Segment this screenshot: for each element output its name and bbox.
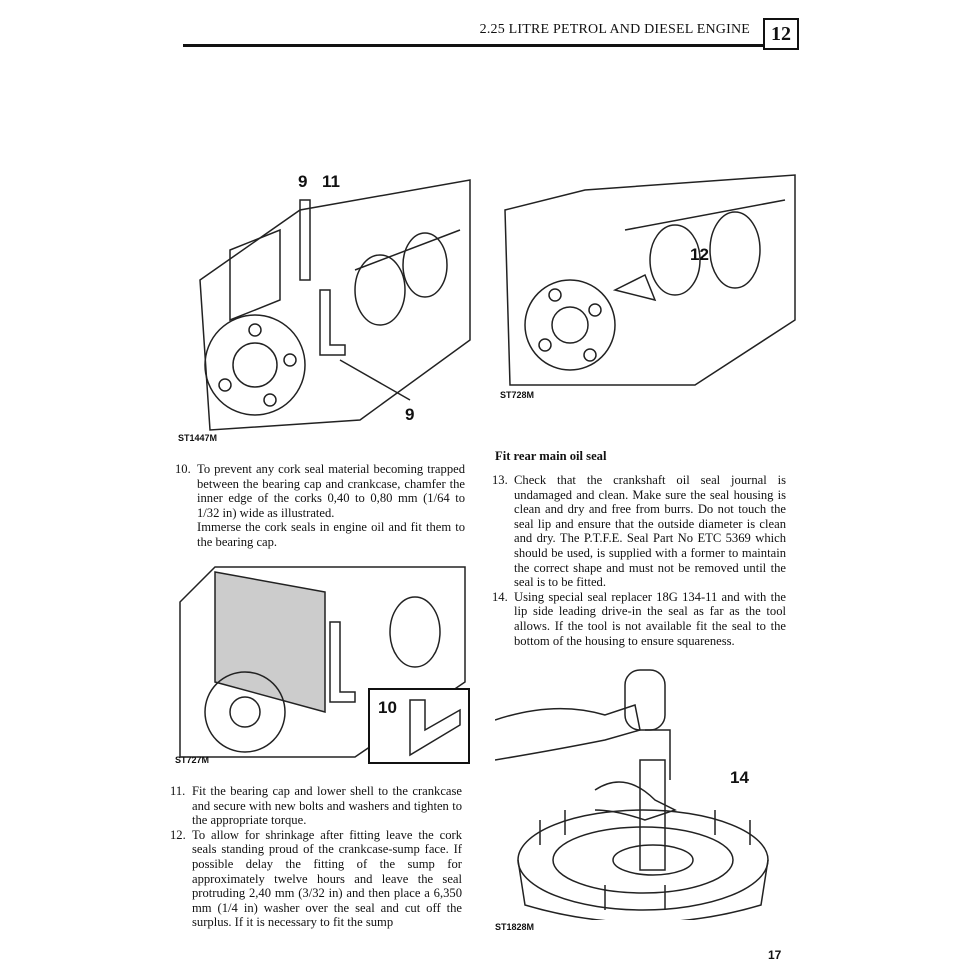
steps-13-14: 13. Check that the crankshaft oil seal jo… <box>492 473 786 648</box>
step-number: 14. <box>492 589 508 604</box>
figure-label: ST727M <box>175 755 210 765</box>
callout-9: 9 <box>298 172 308 191</box>
figure-st1828m-seal-replacer <box>494 660 790 924</box>
step-10: 10. To prevent any cork seal material be… <box>175 462 465 550</box>
step-text: Check that the crankshaft oil seal journ… <box>514 473 786 590</box>
figure-st728m-rear-seal <box>495 170 800 395</box>
step-12: 12. To allow for shrinkage after fitting … <box>170 828 462 930</box>
steps-11-12: 11. Fit the bearing cap and lower shell t… <box>170 784 462 930</box>
step-text: Using special seal replacer 18G 134-11 a… <box>514 589 786 648</box>
callout-14: 14 <box>730 768 749 787</box>
callout-12: 12 <box>690 245 709 264</box>
figure-st1447m-engine-block <box>180 170 480 445</box>
section-heading: Fit rear main oil seal <box>495 449 607 463</box>
header-rule <box>183 44 763 47</box>
step-text: To prevent any cork seal material becomi… <box>197 462 465 520</box>
inset-cork-detail <box>368 688 470 764</box>
step-number: 10. <box>175 462 191 476</box>
figure-label: ST1828M <box>495 922 535 932</box>
step-11: 11. Fit the bearing cap and lower shell t… <box>170 784 462 828</box>
step-number: 12. <box>170 827 186 842</box>
header-title: 2.25 LITRE PETROL AND DIESEL ENGINE <box>479 22 750 37</box>
section-number-box: 12 <box>763 18 799 50</box>
step-14: 14. Using special seal replacer 18G 134-1… <box>492 590 786 648</box>
figure-label: ST1447M <box>178 433 218 443</box>
step-text: Fit the bearing cap and lower shell to t… <box>192 784 462 828</box>
step-13: 13. Check that the crankshaft oil seal jo… <box>492 473 786 590</box>
figure-st727m-bearing-cap <box>175 562 475 762</box>
callout-11: 11 <box>322 172 340 191</box>
callout-10: 10 <box>378 698 397 717</box>
figure-label: ST728M <box>500 390 535 400</box>
step-text: To allow for shrinkage after fitting lea… <box>192 827 462 930</box>
step-number: 13. <box>492 473 508 487</box>
callout-9-lower: 9 <box>405 405 415 424</box>
step-text-extra: Immerse the cork seals in engine oil and… <box>197 520 465 549</box>
step-number: 11. <box>170 784 186 798</box>
page-number: 17 <box>768 948 782 962</box>
